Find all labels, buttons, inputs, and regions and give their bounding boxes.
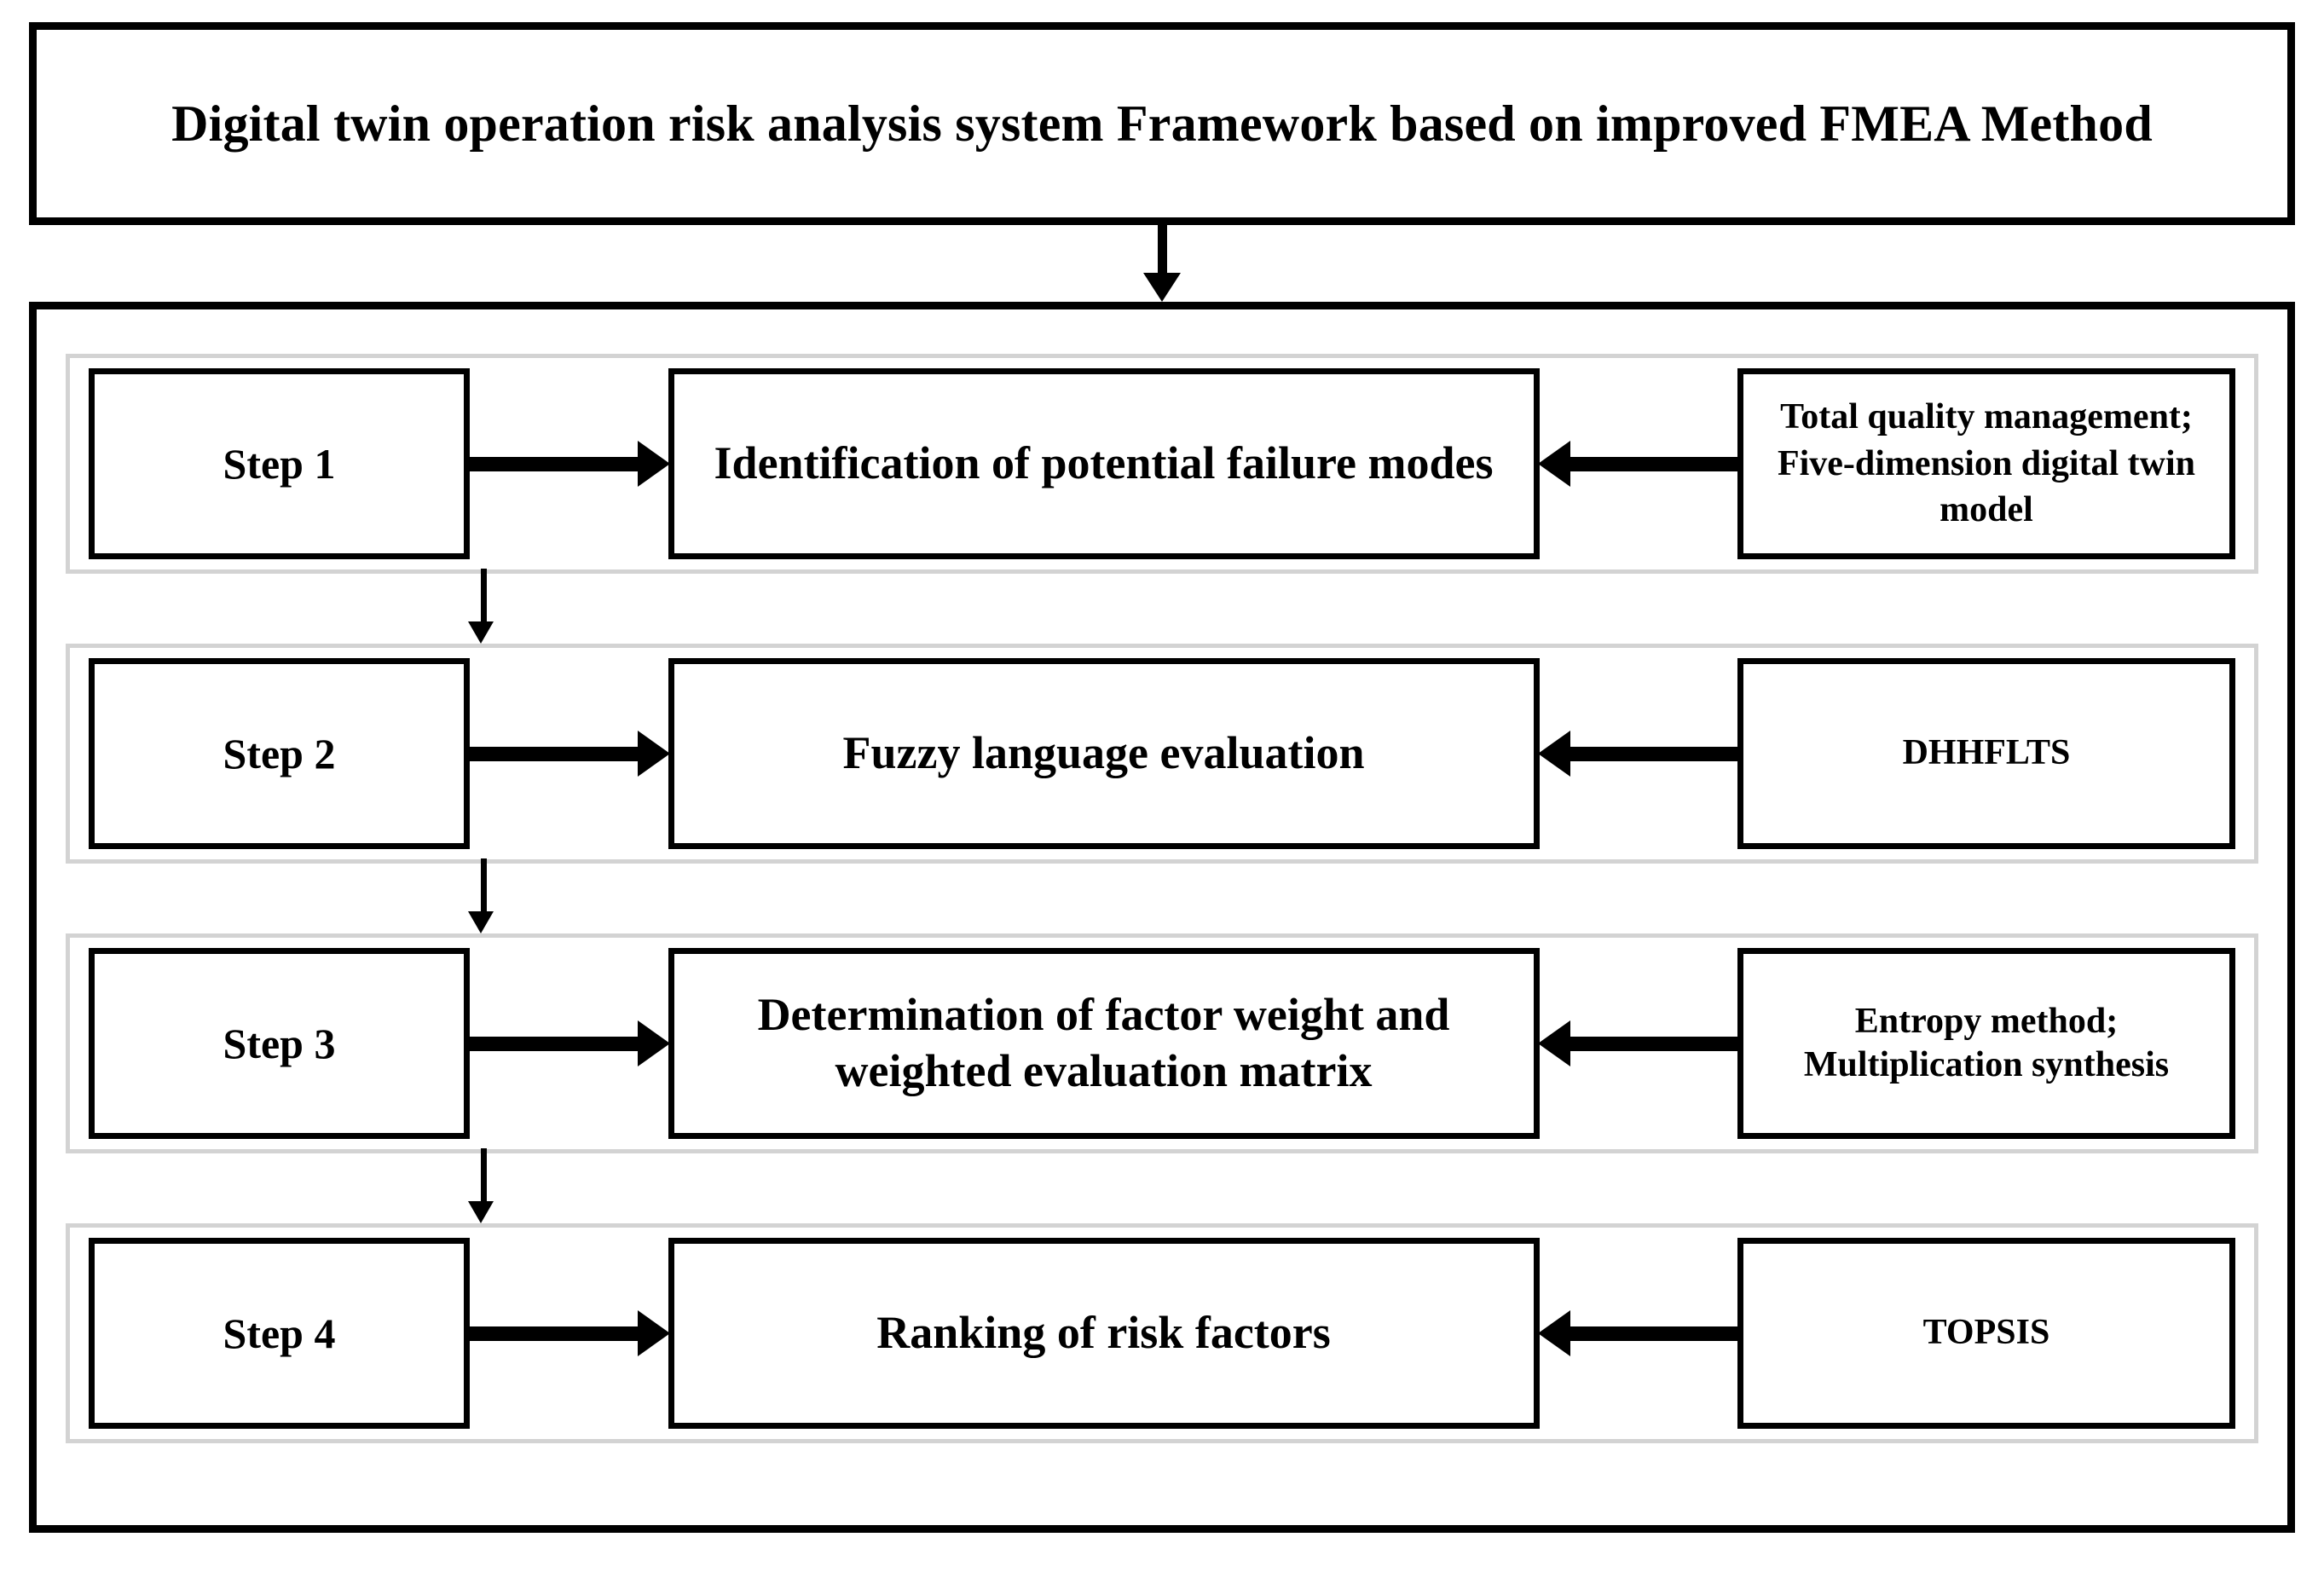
method-box-3[interactable]: Entropy method; Multiplication synthesis — [1737, 948, 2235, 1139]
process-label-1: Identification of potential failure mode… — [714, 437, 1494, 489]
step-label-4: Step 4 — [223, 1309, 336, 1357]
process-row-3: Step 3 Determination of factor weight an… — [66, 933, 2258, 1153]
step-label-2: Step 2 — [223, 729, 336, 777]
process-container: Step 1 Identification of potential failu… — [29, 302, 2295, 1533]
arrow-step-to-process-3 — [470, 948, 670, 1139]
method-label-1: Total quality management; Five-dimension… — [1777, 397, 2196, 530]
arrowhead-down-icon — [468, 1201, 494, 1223]
arrow-shaft — [470, 457, 639, 471]
framework-title-text: Digital twin operation risk analysis sys… — [171, 95, 2153, 152]
process-row-4: Step 4 Ranking of risk factors TOPSIS — [66, 1223, 2258, 1443]
arrow-method-to-process-4 — [1537, 1238, 1737, 1429]
arrowhead-right-icon — [637, 1020, 670, 1066]
arrowhead-down-icon — [468, 621, 494, 644]
arrowhead-left-icon — [1537, 731, 1570, 777]
arrow-shaft — [470, 1326, 639, 1341]
arrowhead-left-icon — [1537, 1020, 1570, 1066]
row-connector-3-4 — [66, 1148, 2258, 1223]
arrow-method-to-process-3 — [1537, 948, 1737, 1139]
arrowhead-right-icon — [637, 441, 670, 487]
step-box-3[interactable]: Step 3 — [89, 948, 470, 1139]
step-label-1: Step 1 — [223, 439, 336, 488]
step-label-3: Step 3 — [223, 1019, 336, 1067]
framework-title-box: Digital twin operation risk analysis sys… — [29, 22, 2295, 225]
arrow-method-to-process-1 — [1537, 368, 1737, 559]
connector-shaft — [481, 569, 487, 625]
process-label-2: Fuzzy language evaluation — [842, 727, 1365, 779]
connector-shaft — [1158, 225, 1167, 278]
process-row-2: Step 2 Fuzzy language evaluation DHHFLTS — [66, 644, 2258, 864]
process-label-4: Ranking of risk factors — [876, 1307, 1331, 1359]
arrow-shaft — [470, 747, 639, 761]
method-label-4: TOPSIS — [1922, 1313, 2050, 1353]
arrowhead-down-icon — [1143, 273, 1181, 302]
arrow-shaft — [1570, 1037, 1737, 1051]
connector-shaft — [481, 858, 487, 915]
process-box-4[interactable]: Ranking of risk factors — [668, 1238, 1540, 1429]
method-label-3: Entropy method; Multiplication synthesis — [1803, 1001, 2170, 1084]
step-box-4[interactable]: Step 4 — [89, 1238, 470, 1429]
process-box-1[interactable]: Identification of potential failure mode… — [668, 368, 1540, 559]
arrow-shaft — [470, 1037, 639, 1051]
arrow-shaft — [1570, 1326, 1737, 1341]
arrow-method-to-process-2 — [1537, 658, 1737, 849]
arrow-step-to-process-2 — [470, 658, 670, 849]
row-connector-2-3 — [66, 858, 2258, 933]
process-label-3: Determination of factor weight and weigh… — [757, 989, 1450, 1096]
process-box-2[interactable]: Fuzzy language evaluation — [668, 658, 1540, 849]
method-label-2: DHHFLTS — [1902, 733, 2071, 773]
process-rows: Step 1 Identification of potential failu… — [66, 354, 2258, 1443]
row-connector-1-2 — [66, 569, 2258, 644]
arrowhead-left-icon — [1537, 441, 1570, 487]
method-box-4[interactable]: TOPSIS — [1737, 1238, 2235, 1429]
arrowhead-right-icon — [637, 1310, 670, 1356]
method-box-2[interactable]: DHHFLTS — [1737, 658, 2235, 849]
method-box-1[interactable]: Total quality management; Five-dimension… — [1737, 368, 2235, 559]
process-box-3[interactable]: Determination of factor weight and weigh… — [668, 948, 1540, 1139]
arrow-shaft — [1570, 457, 1737, 471]
connector-shaft — [481, 1148, 487, 1205]
arrowhead-down-icon — [468, 911, 494, 933]
title-to-container-connector — [29, 225, 2295, 302]
arrow-step-to-process-4 — [470, 1238, 670, 1429]
step-box-2[interactable]: Step 2 — [89, 658, 470, 849]
arrow-shaft — [1570, 747, 1737, 761]
step-box-1[interactable]: Step 1 — [89, 368, 470, 559]
arrowhead-right-icon — [637, 731, 670, 777]
arrow-step-to-process-1 — [470, 368, 670, 559]
arrowhead-left-icon — [1537, 1310, 1570, 1356]
process-row-1: Step 1 Identification of potential failu… — [66, 354, 2258, 574]
